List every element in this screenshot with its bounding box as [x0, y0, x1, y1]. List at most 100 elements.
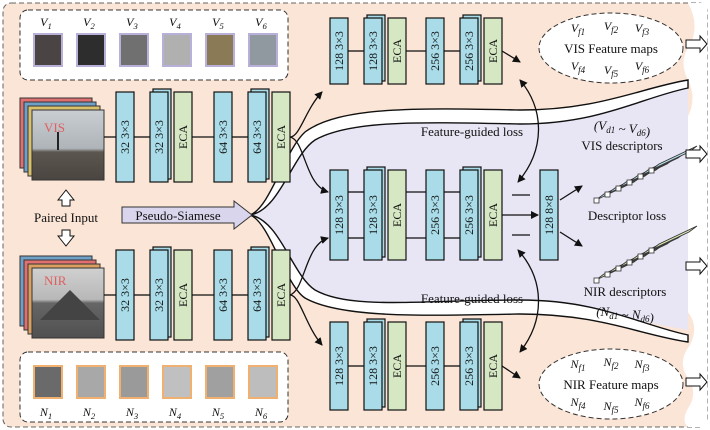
vis-descriptor-bar-node	[626, 179, 633, 186]
paired-input-label: Paired Input	[34, 210, 98, 225]
nir-branch-conv256-a-label: 256 3×3	[428, 346, 442, 386]
nir-sample-thumb	[119, 365, 149, 399]
vis-branch-conv256-b: 256 3×3	[459, 17, 479, 85]
nir-branch-eca-2: ECA	[483, 321, 503, 411]
feature-guided-arrow-bottom	[517, 249, 540, 353]
vis-input-conv64-a: 64 3×3	[213, 91, 233, 183]
vis-sample-thumb	[248, 33, 278, 67]
shared-conv256-a-label: 256 3×3	[428, 195, 442, 235]
nir-sample-thumb	[162, 365, 192, 399]
nir-sample-thumb	[248, 365, 278, 399]
nir-input-eca-1-label: ECA	[176, 283, 190, 307]
vis-branch-conv256-b-label: 256 3×3	[462, 31, 476, 71]
connector	[289, 294, 323, 346]
nir-branch-eca-2-label: ECA	[486, 354, 500, 378]
down-hollow-arrow	[56, 229, 76, 247]
vis-sample-thumb	[33, 33, 63, 67]
torn-edge	[682, 3, 707, 427]
lower-separator	[249, 214, 689, 343]
nir-branch-conv128-a-label: 128 3×3	[332, 346, 346, 386]
nir-branch-conv256-a: 256 3×3	[425, 321, 445, 411]
nir-sample-thumb	[76, 365, 106, 399]
vis-sample-label: V1	[40, 15, 52, 31]
nir-input-eca-1: ECA	[173, 249, 193, 341]
vis-input-conv64-a-label: 64 3×3	[216, 120, 230, 154]
vis-branch-conv128-a: 128 3×3	[329, 17, 349, 85]
output-arrows	[685, 34, 708, 392]
shared-eca-1-label: ECA	[390, 203, 404, 227]
vis-input-conv64-b-label: 64 3×3	[250, 120, 264, 154]
connector	[559, 185, 583, 201]
nir-input-label: NIR	[44, 273, 67, 288]
nir-descriptor-bar-node	[626, 259, 633, 266]
vis-feature-maps-title: VIS Feature maps	[564, 41, 658, 56]
vis-branch-eca-1-label: ECA	[390, 39, 404, 63]
vis-input-conv64-b: 64 3×3	[247, 91, 267, 183]
vis-input-conv32-a: 32 3×3	[115, 91, 135, 183]
shared-eca-2-label: ECA	[486, 203, 500, 227]
feature-guided-loss-bottom: Feature-guided loss	[421, 291, 523, 306]
nir-descriptor-bar-node	[648, 247, 655, 254]
vis-sample-thumb	[205, 33, 235, 67]
nir-branch-eca-1-label: ECA	[390, 354, 404, 378]
shared-eca-1: ECA	[387, 169, 407, 261]
nir-input-stack	[19, 255, 105, 339]
shared-conv128-a: 128 3×3	[329, 169, 349, 261]
nir-feature-maps-title: NIR Feature maps	[563, 377, 658, 392]
nir-descriptor-bar-node	[637, 253, 644, 260]
vis-branch-conv128-b-label: 128 3×3	[366, 31, 380, 71]
vis-input-eca-1: ECA	[173, 91, 193, 183]
vis-descriptor-bar-node	[593, 197, 600, 204]
vis-descriptor-bar-node	[637, 173, 644, 180]
vis-input-eca-1-label: ECA	[176, 125, 190, 149]
vis-input-conv32-b: 32 3×3	[149, 91, 169, 183]
nir-branch-conv128-b: 128 3×3	[363, 321, 383, 411]
feature-guided-loss-top: Feature-guided loss	[421, 124, 523, 139]
vis-descriptors-title: VIS descriptors	[581, 138, 662, 153]
vis-sample-thumb	[162, 33, 192, 67]
vis-branch-conv256-a: 256 3×3	[425, 17, 445, 85]
vis-input-conv32-a-label: 32 3×3	[118, 120, 132, 154]
nir-branch-conv128-a: 128 3×3	[329, 321, 349, 411]
nir-descriptors-title: NIR descriptors	[584, 284, 667, 299]
vis-descriptor-bar-node	[648, 167, 655, 174]
nir-input-eca-2-label: ECA	[274, 283, 288, 307]
vis-input-stack	[19, 97, 105, 181]
vis-sample-thumb	[76, 33, 106, 67]
vis-sample-thumb	[119, 33, 149, 67]
nir-input-conv64-b-label: 64 3×3	[250, 278, 264, 312]
nir-descriptor-bar	[650, 225, 698, 251]
nir-input-conv64-a: 64 3×3	[213, 249, 233, 341]
nir-input-conv64-a-label: 64 3×3	[216, 278, 230, 312]
connector	[289, 136, 329, 194]
vis-branch-conv128-b: 128 3×3	[363, 17, 383, 85]
nir-sample-thumb	[205, 365, 235, 399]
nir-input-conv64-b: 64 3×3	[247, 249, 267, 341]
nir-input-conv32-a: 32 3×3	[115, 249, 135, 341]
shared-conv256-b: 256 3×3	[459, 169, 479, 261]
shared-conv128-b-label: 128 3×3	[366, 195, 380, 235]
vis-branch-eca-1: ECA	[387, 17, 407, 85]
nir-feature-maps-oval	[538, 348, 684, 420]
vis-branch-conv256-a-label: 256 3×3	[428, 31, 442, 71]
shared-conv256-a: 256 3×3	[425, 169, 445, 261]
nir-branch-conv128-b-label: 128 3×3	[366, 346, 380, 386]
nir-input-conv32-a-label: 32 3×3	[118, 278, 132, 312]
connector	[289, 236, 329, 296]
shared-conv128-a-label: 128 3×3	[332, 195, 346, 235]
shared-conv256-b-label: 256 3×3	[462, 195, 476, 235]
nir-descriptor-bar-node	[604, 271, 611, 278]
connection-lines	[104, 50, 583, 379]
vis-branch-eca-2-label: ECA	[486, 39, 500, 63]
vis-feature-maps-oval	[538, 12, 684, 84]
feature-guided-arrow-top	[517, 79, 540, 183]
connector	[501, 50, 521, 63]
conv128x8-block: 128 8×8	[539, 169, 559, 261]
pseudo-siamese-label: Pseudo-Siamese	[135, 208, 220, 223]
vis-branch-eca-2: ECA	[483, 17, 503, 85]
pseudo-siamese-arrow	[121, 199, 253, 231]
